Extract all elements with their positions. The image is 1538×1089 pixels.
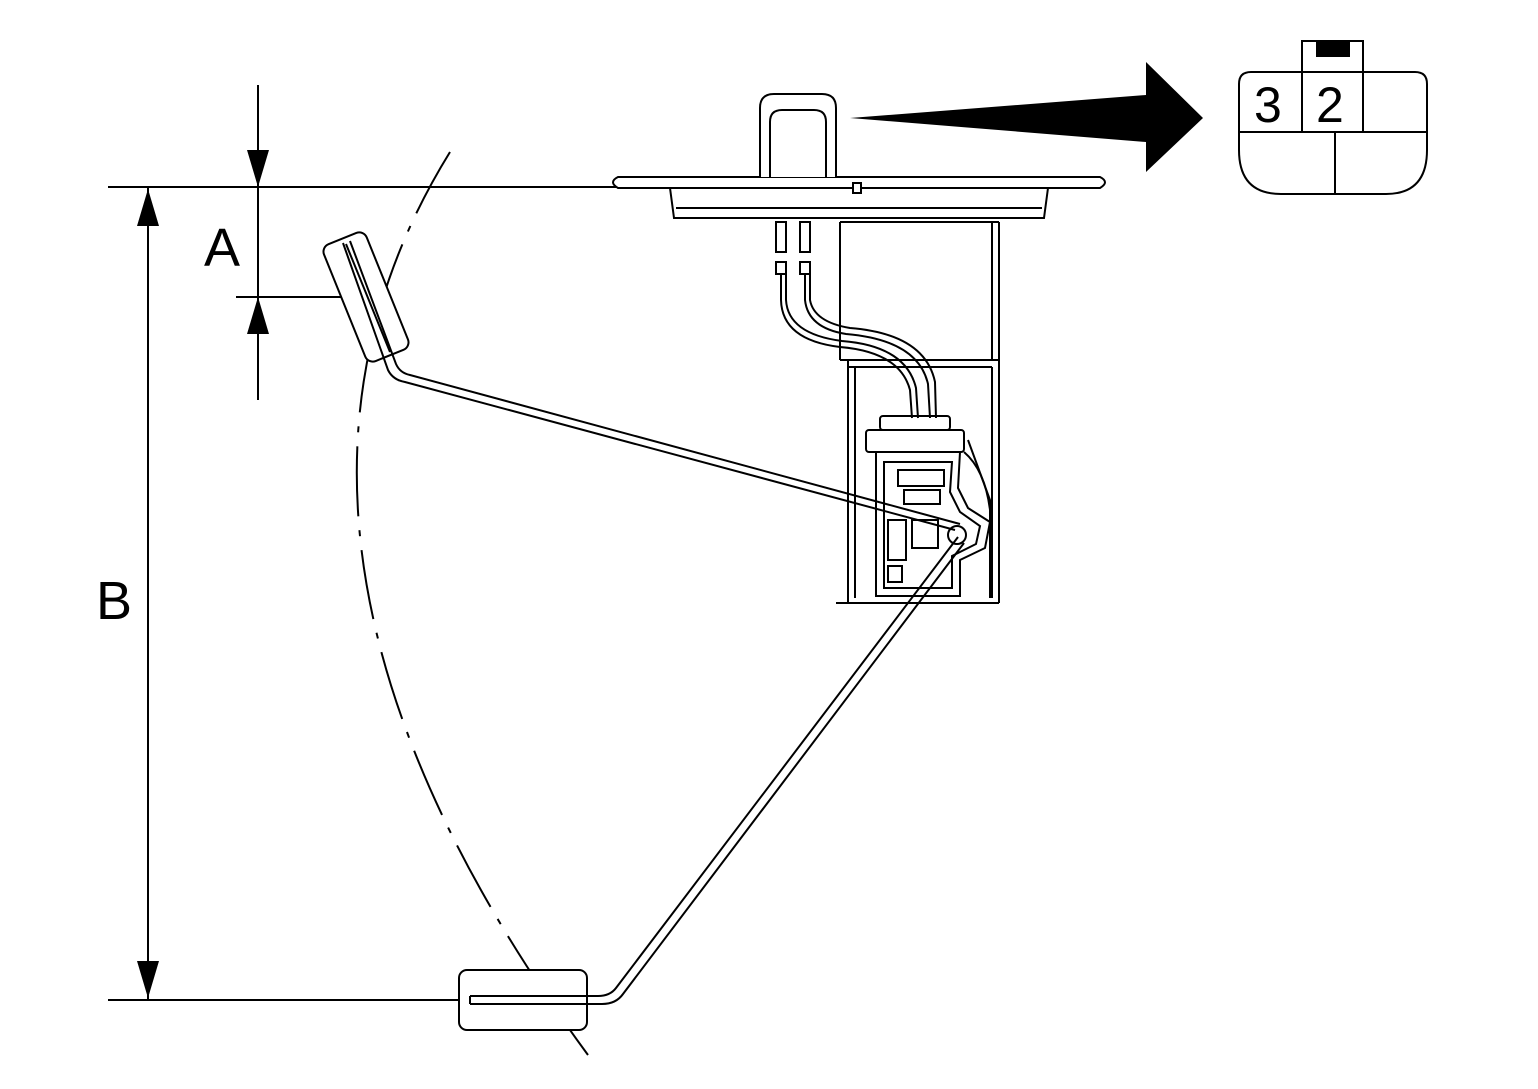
mechanism-block-4 bbox=[911, 519, 939, 549]
connector-face-lock-latch bbox=[1316, 42, 1350, 57]
wire-terminal-2 bbox=[799, 221, 811, 253]
mechanism-block-5 bbox=[887, 565, 903, 583]
float-travel-arc bbox=[355, 151, 589, 1056]
connector-housing bbox=[759, 93, 837, 177]
connector-housing-inner bbox=[769, 109, 827, 177]
dimension-b-top-arrow bbox=[137, 189, 159, 226]
wire-sleeve-2 bbox=[799, 261, 811, 275]
float-arm-empty-outer bbox=[470, 536, 959, 997]
mechanism-right-guide bbox=[967, 439, 991, 598]
mechanism-plug-top bbox=[879, 415, 951, 431]
wire-2b bbox=[809, 274, 937, 419]
wire-2a bbox=[804, 274, 931, 419]
float-arm-empty-inner bbox=[470, 542, 965, 1005]
wire-1b bbox=[785, 274, 919, 419]
float-lower-body bbox=[458, 969, 588, 1031]
wire-1a bbox=[780, 274, 913, 419]
float-full-position bbox=[322, 231, 410, 363]
flange-vent bbox=[852, 182, 862, 194]
dimension-a-top-arrow bbox=[247, 150, 269, 187]
mechanism-plug bbox=[865, 429, 965, 453]
view-arrow-icon bbox=[850, 62, 1203, 172]
mechanism-housing-inner bbox=[883, 461, 982, 589]
dimension-a-bottom-arrow bbox=[247, 297, 269, 334]
float-arm-full bbox=[342, 240, 961, 531]
dimension-b bbox=[137, 187, 159, 1000]
dimension-a-label: A bbox=[204, 218, 240, 278]
connector-face bbox=[1238, 40, 1428, 195]
mechanism-block-1 bbox=[897, 469, 945, 487]
wire-sleeve-1 bbox=[775, 261, 787, 275]
float-upper-body bbox=[322, 231, 410, 363]
dimension-b-bottom-arrow bbox=[137, 961, 159, 998]
mechanism-spring bbox=[963, 451, 991, 511]
connector-pin-3-label: 3 bbox=[1254, 77, 1282, 133]
gauge-mechanism bbox=[865, 415, 992, 598]
flange bbox=[612, 176, 1106, 219]
float-arm-empty bbox=[469, 536, 965, 1005]
connector-pin-2-label: 2 bbox=[1316, 77, 1344, 133]
float-arm-full-inner bbox=[349, 240, 961, 525]
mechanism-block-2 bbox=[903, 489, 941, 505]
float-arm-full-outer bbox=[342, 242, 956, 531]
mechanism-housing bbox=[875, 451, 992, 597]
dimension-a bbox=[247, 85, 269, 400]
dimension-b-label: B bbox=[96, 571, 132, 631]
float-empty-position bbox=[458, 969, 588, 1031]
mechanism-block-3 bbox=[887, 519, 907, 561]
wire-harness bbox=[775, 221, 937, 419]
float-arm-pivot bbox=[947, 525, 967, 545]
flange-base bbox=[668, 187, 1050, 219]
wire-terminal-1 bbox=[775, 221, 787, 253]
float-upper-slot bbox=[345, 243, 391, 353]
